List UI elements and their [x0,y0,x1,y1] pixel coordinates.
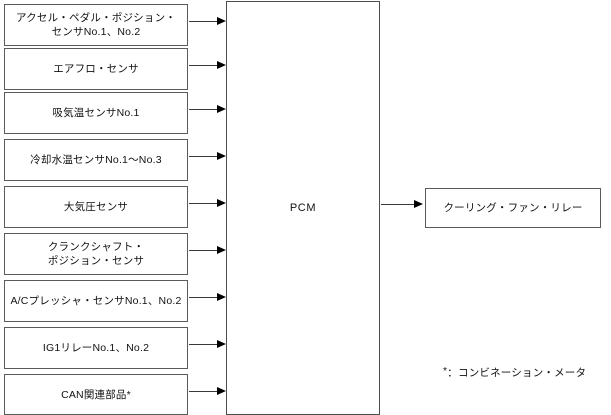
node-label: アクセル・ペダル・ポジション・ センサNo.1、No.2 [16,12,176,38]
node-coolant-temp-sensor[interactable]: 冷却水温センサNo.1〜No.3 [4,139,188,181]
node-label: 吸気温センサNo.1 [52,107,140,119]
arrow-head-icon [217,17,226,25]
node-can-related-parts[interactable]: CAN関連部品* [4,374,188,415]
arrow-shaft [189,297,217,299]
arrow-air-flow-sensor-to-pcm [189,61,226,70]
arrow-shaft [189,156,217,158]
node-label: PCM [289,202,317,214]
arrow-intake-air-temp-sensor-to-pcm [189,105,226,114]
arrow-pcm-to-cooling-fan-relay [381,200,425,209]
node-label: 大気圧センサ [63,201,129,213]
arrow-shaft [189,344,217,346]
arrow-head-icon [217,152,226,160]
node-label: エアフロ・センサ [53,63,139,75]
arrow-can-related-parts-to-pcm [189,387,226,396]
arrow-head-icon [414,200,423,208]
node-ac-pressure-sensor[interactable]: A/Cプレッシャ・センサNo.1、No.2 [4,280,188,322]
footnote-text: コンビネーション・メータ [458,367,587,379]
arrow-accel-pedal-position-sensor-to-pcm [189,17,226,26]
arrow-shaft [189,203,217,205]
arrow-shaft [189,21,217,23]
arrow-shaft [381,204,414,206]
arrow-shaft [189,109,217,111]
arrow-coolant-temp-sensor-to-pcm [189,152,226,161]
arrow-head-icon [217,199,226,207]
arrow-barometric-pressure-sensor-to-pcm [189,199,226,208]
arrow-ig1-relay-to-pcm [189,340,226,349]
node-label: A/Cプレッシャ・センサNo.1、No.2 [10,295,182,307]
footnote-asterisk-icon: * [443,365,448,377]
arrow-head-icon [217,293,226,301]
node-accel-pedal-position-sensor[interactable]: アクセル・ペダル・ポジション・ センサNo.1、No.2 [4,4,188,46]
node-label: クーリング・ファン・リレー [443,202,583,214]
arrow-head-icon [217,105,226,113]
arrow-shaft [189,250,217,252]
arrow-ac-pressure-sensor-to-pcm [189,293,226,302]
node-pcm[interactable]: PCM [226,1,380,415]
arrow-head-icon [217,246,226,254]
node-barometric-pressure-sensor[interactable]: 大気圧センサ [4,186,188,228]
arrow-shaft [189,65,217,67]
arrow-shaft [189,391,217,393]
node-label: IG1リレーNo.1、No.2 [42,342,150,354]
node-ig1-relay[interactable]: IG1リレーNo.1、No.2 [4,327,188,369]
arrow-head-icon [217,61,226,69]
node-label: 冷却水温センサNo.1〜No.3 [30,154,162,166]
node-air-flow-sensor[interactable]: エアフロ・センサ [4,48,188,90]
arrow-crankshaft-position-sensor-to-pcm [189,246,226,255]
node-crankshaft-position-sensor[interactable]: クランクシャフト・ ポジション・センサ [4,233,188,275]
node-intake-air-temp-sensor[interactable]: 吸気温センサNo.1 [4,92,188,134]
node-label: CAN関連部品* [61,388,131,401]
arrow-head-icon [217,387,226,395]
arrow-head-icon [217,340,226,348]
node-label: クランクシャフト・ ポジション・センサ [47,241,145,267]
footnote-separator: ： [447,367,458,379]
footnote: *：コンビネーション・メータ [443,364,586,380]
node-cooling-fan-relay[interactable]: クーリング・ファン・リレー [425,188,601,228]
